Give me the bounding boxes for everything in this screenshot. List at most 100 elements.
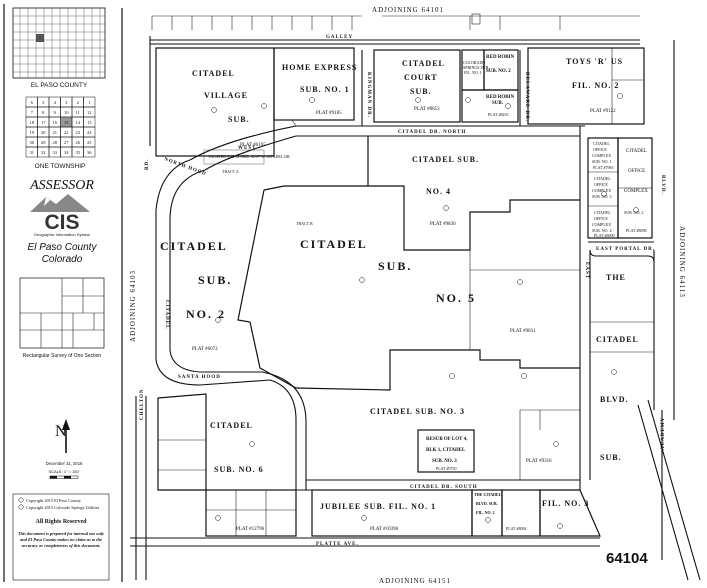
adjoining-top: ADJOINING 64101 bbox=[372, 6, 444, 14]
office-4-l1: CITADEL bbox=[594, 210, 611, 215]
citadel-court-plat: PLAT #8853 bbox=[414, 107, 440, 112]
adjoining-bottom: ADJOINING 64151 bbox=[379, 577, 451, 585]
rights-reserved: All Rights Reserved bbox=[36, 519, 88, 525]
township-section-number: 19 bbox=[30, 130, 35, 135]
colorado-springs-l3: FIL. NO. 1 bbox=[464, 70, 482, 75]
township-section-number: 34 bbox=[64, 150, 69, 155]
township-section-number: 15 bbox=[64, 120, 69, 125]
township-section-number: 30 bbox=[30, 140, 35, 145]
office-4-l2: OFFICE bbox=[594, 216, 608, 221]
county-name: El Paso County bbox=[28, 242, 98, 253]
home-express-l1: HOME EXPRESS bbox=[282, 63, 357, 72]
citadel-sub-5-l1: CITADEL bbox=[300, 237, 368, 251]
blvd-sub-l3: BLVD. bbox=[600, 395, 629, 404]
blvd-fil2-l2: BLVD. SUB. bbox=[476, 501, 498, 506]
office-complex-1-plat: PLAT #7983 bbox=[593, 165, 613, 170]
office-4-l3: COMPLEX bbox=[592, 222, 611, 227]
office-3-l4: SUB. NO. 3 bbox=[592, 194, 612, 199]
copyright-2: Copyright 2015 Colorado Springs Utilitie… bbox=[26, 505, 100, 510]
sheet-frame bbox=[3, 4, 123, 582]
map-date: December 31, 2016 bbox=[46, 461, 83, 466]
blvd-sub-l1: THE bbox=[606, 273, 626, 282]
toys-r-us-l2: FIL. NO. 2 bbox=[572, 81, 619, 90]
citadel-court-l3: SUB. bbox=[410, 87, 432, 96]
township-section-number: 6 bbox=[31, 100, 34, 105]
gis-caption: Geographic Information System bbox=[34, 232, 91, 237]
street-platte: PLATTE AVE. bbox=[316, 542, 359, 547]
township-section-number: 27 bbox=[64, 140, 69, 145]
citadel-sub-4-l1: CITADEL SUB. bbox=[412, 155, 479, 164]
street-chelton: CHELTON bbox=[140, 389, 145, 420]
office-3-l2: OFFICE bbox=[594, 182, 608, 187]
township-section-number: 28 bbox=[53, 140, 58, 145]
vacated-note: VACATED 5/15/82 ORD. 82-97 W. CITADEL DR… bbox=[208, 154, 291, 159]
citadel-sub-4-plat: PLAT #9830 bbox=[430, 222, 456, 227]
tract-a: TRACT A bbox=[222, 169, 239, 174]
resub-l3: SUB. NO. 3 bbox=[432, 459, 457, 464]
north-lot-ticks bbox=[151, 13, 640, 30]
street-kingman: KINGMAN DR. bbox=[366, 72, 371, 118]
blvd-fil2-plat: PLAT #8084 bbox=[506, 526, 526, 531]
township-section-number: 13 bbox=[87, 120, 92, 125]
office-3-l1: CITADEL bbox=[594, 176, 611, 181]
assessor-title: ASSESSOR bbox=[29, 178, 94, 193]
copyright-1: Copyright 2015 El Paso County bbox=[26, 498, 82, 503]
cis-logo-text: CIS bbox=[44, 211, 79, 234]
state-name: Colorado bbox=[42, 254, 83, 265]
street-east-portal: EAST PORTAL DR. bbox=[596, 247, 655, 252]
citadel-sub-2-plat: PLAT #6072 bbox=[192, 347, 218, 352]
blvd-sub-l2: CITADEL bbox=[596, 335, 639, 344]
county-grid-label: EL PASO COUNTY bbox=[31, 82, 88, 89]
office-2-l3: COMPLEX bbox=[624, 189, 648, 194]
office-2-l1: CITADEL bbox=[626, 149, 647, 154]
citadel-sub-2-l3: NO. 2 bbox=[186, 307, 226, 321]
township-section-number: 3 bbox=[65, 100, 68, 105]
copyright-icon bbox=[18, 497, 24, 510]
home-express-l2: SUB. NO. 1 bbox=[300, 85, 350, 94]
resub-l1: RESUB OF LOT 4, bbox=[426, 437, 468, 442]
fil-no-3: FIL. NO. 3 bbox=[542, 499, 589, 508]
office-complex-1-l3: COMPLEX bbox=[592, 153, 611, 158]
township-section-number: 10 bbox=[64, 110, 69, 115]
county-grid-map bbox=[12, 7, 106, 79]
map-scale: SCALE: 1" = 150' bbox=[49, 469, 80, 474]
blvd-sub-l4: SUB. bbox=[600, 453, 622, 462]
survey-markers bbox=[211, 93, 639, 529]
township-section-number: 32 bbox=[41, 150, 46, 155]
street-north-hood: NORTH HOOD bbox=[163, 157, 207, 177]
street-rd: RD. bbox=[145, 159, 150, 170]
street-citadel-north: CITADEL DR. NORTH bbox=[398, 130, 466, 135]
office-2-l2: OFFICE bbox=[628, 169, 645, 174]
colorado-springs-l1: COLORADO bbox=[463, 60, 485, 65]
toys-r-us-l1: TOYS 'R' US bbox=[566, 57, 623, 66]
township-section-number: 8 bbox=[42, 110, 45, 115]
citadel-sub-6-plat: PLAT #12796 bbox=[236, 527, 265, 532]
blvd-fil2-l1: THE CITADEL bbox=[474, 492, 502, 497]
citadel-village-l2: VILLAGE bbox=[204, 91, 248, 100]
township-section-number: 12 bbox=[87, 110, 92, 115]
adjoining-left: ADJOINING 64103 bbox=[129, 270, 137, 342]
township-section-number: 36 bbox=[87, 150, 92, 155]
citadel-village-plat: PLAT #6165 bbox=[240, 143, 266, 148]
citadel-sub-5-l3: NO. 5 bbox=[436, 291, 476, 305]
citadel-sub-3-plat: PLAT #9316 bbox=[526, 459, 552, 464]
township-section-number: 14 bbox=[76, 120, 81, 125]
township-section-number: 35 bbox=[76, 150, 81, 155]
resub-plat: PLAT #9750 bbox=[436, 466, 456, 471]
map-number: 64104 bbox=[606, 550, 648, 567]
street-delaware: DELAWARE DR. bbox=[524, 72, 529, 122]
township-section-number: 7 bbox=[31, 110, 34, 115]
citadel-village-l1: CITADEL bbox=[192, 69, 235, 78]
scale-bar bbox=[49, 475, 79, 479]
township-section-number: 26 bbox=[76, 140, 81, 145]
citadel-sub-6-l1: CITADEL bbox=[210, 421, 253, 430]
section-survey-diagram bbox=[19, 277, 105, 349]
citadel-court-l2: COURT bbox=[404, 73, 438, 82]
township-section-number: 29 bbox=[41, 140, 46, 145]
red-robin-2-l1: RED ROBIN bbox=[486, 55, 515, 60]
township-section-number: 2 bbox=[77, 100, 79, 105]
resub-l2: BLK 1, CITADEL bbox=[426, 448, 466, 453]
office-4-plat: PLAT #8099 bbox=[594, 233, 614, 238]
